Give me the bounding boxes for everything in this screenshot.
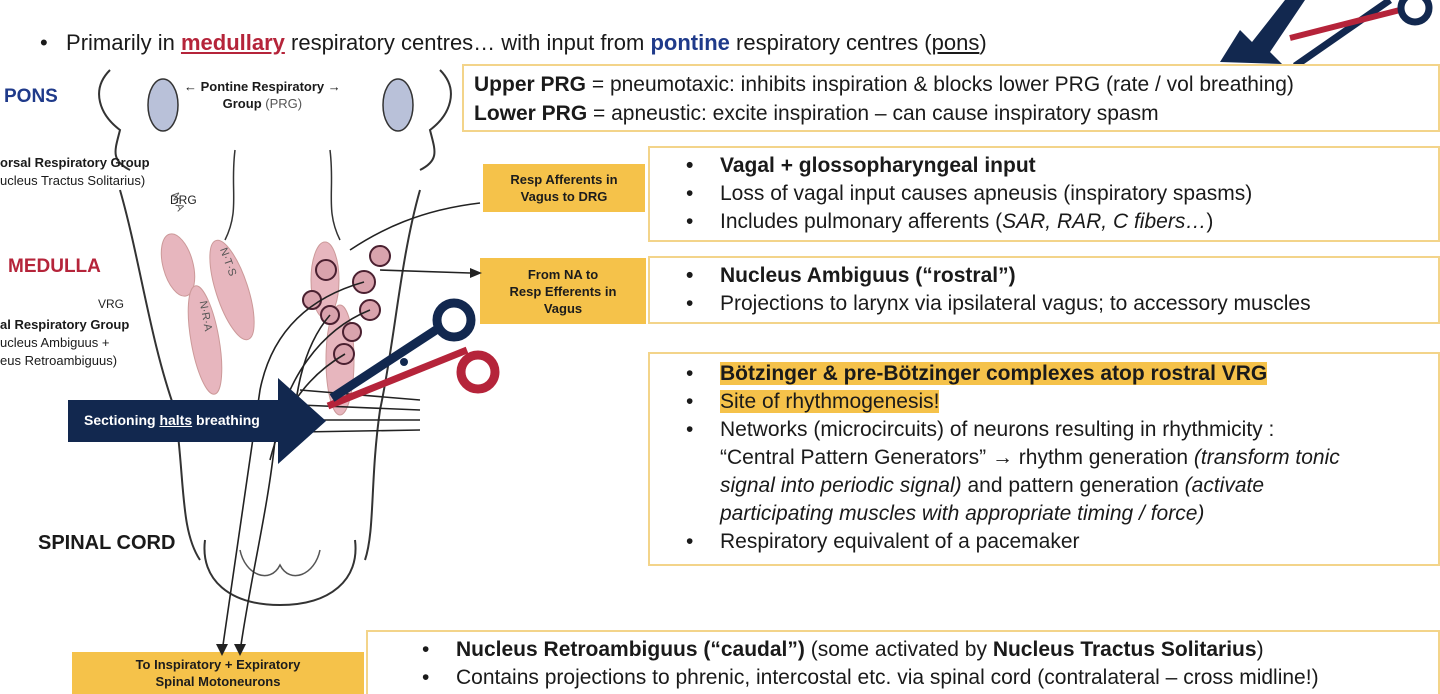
- upper-prg-label: Upper PRG: [474, 73, 587, 96]
- nra-bullet-1: Nucleus Retroambiguus (“caudal”) (some a…: [422, 636, 1438, 664]
- nucleus-retroambiguus-box: Nucleus Retroambiguus (“caudal”) (some a…: [366, 630, 1440, 694]
- top-text-post1: respiratory centres (: [729, 30, 932, 55]
- top-bullet-line: • Primarily in medullary respiratory cen…: [40, 30, 987, 56]
- sectioning-label: Sectioning halts breathing: [84, 412, 260, 428]
- vrg-short-label: VRG: [98, 297, 125, 311]
- brainstem-diagram: [98, 69, 482, 656]
- spinal-cord-label: SPINAL CORD: [38, 532, 176, 554]
- nucleus-ambiguus-box: Nucleus Ambiguus (“rostral”) Projections…: [648, 256, 1440, 324]
- lower-prg-label: Lower PRG: [474, 102, 588, 125]
- scissors-icon: [326, 298, 500, 410]
- vagal-bullet-1: Vagal + glossopharyngeal input: [686, 152, 1438, 180]
- upper-prg-text: = pneumotaxic: inhibits inspiration & bl…: [586, 73, 1294, 96]
- na-bullet-2: Projections to larynx via ipsilateral va…: [686, 290, 1438, 318]
- botz-bullet-1: Bötzinger & pre-Bötzinger complexes atop…: [686, 360, 1438, 388]
- drg-short-label: DRG: [170, 193, 197, 207]
- medullary-word: medullary: [180, 30, 285, 55]
- scissors-icon: [1220, 0, 1433, 69]
- na-bullet-1: Nucleus Ambiguus (“rostral”): [686, 262, 1438, 290]
- top-text-pre: Primarily in: [66, 30, 181, 55]
- prg-right-oval: [382, 78, 414, 132]
- vagal-bullet-3: Includes pulmonary afferents (SAR, RAR, …: [686, 208, 1438, 236]
- vagal-bullet-2: Loss of vagal input causes apneusis (ins…: [686, 180, 1438, 208]
- pons-word: pons: [931, 30, 980, 55]
- botz-bullet-2: Site of rhythmogenesis!: [686, 388, 1438, 416]
- botz-bullet-3: Networks (microcircuits) of neurons resu…: [686, 416, 1438, 528]
- pons-label: PONS: [4, 86, 58, 107]
- top-text-mid: respiratory centres… with input from: [284, 30, 651, 55]
- prg-label: ← Pontine Respiratory →Group (PRG): [184, 79, 341, 111]
- pontine-word: pontine: [650, 30, 730, 55]
- botz-bullet-4: Respiratory equivalent of a pacemaker: [686, 528, 1438, 556]
- arrow-icon: [1220, 0, 1305, 64]
- prg-box: Upper PRG = pneumotaxic: inhibits inspir…: [462, 64, 1440, 132]
- bullet: •: [40, 30, 48, 55]
- nra-bullet-2: Contains projections to phrenic, interco…: [422, 664, 1438, 692]
- sectioning-arrow-icon: [68, 378, 326, 464]
- vagal-input-box: Vagal + glossopharyngeal input Loss of v…: [648, 146, 1440, 242]
- medulla-label: MEDULLA: [8, 256, 101, 277]
- botzinger-box: Bötzinger & pre-Bötzinger complexes atop…: [648, 352, 1440, 566]
- top-text-post2: ): [979, 30, 987, 55]
- prg-left-oval: [147, 78, 179, 132]
- lower-prg-text: = apneustic: excite inspiration – can ca…: [587, 102, 1159, 125]
